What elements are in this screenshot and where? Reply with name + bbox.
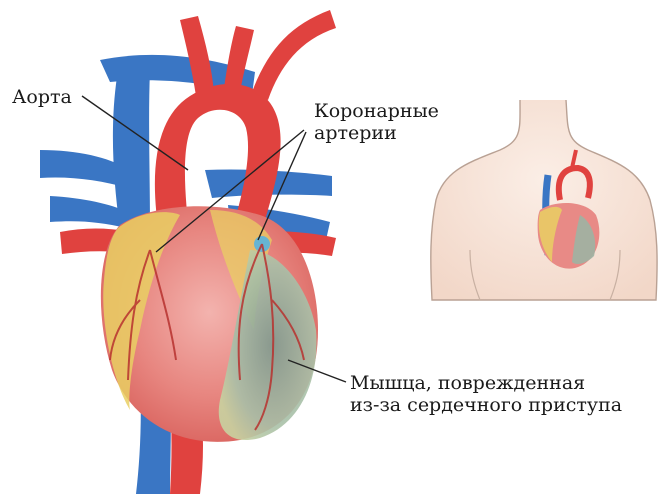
- damage-label-line1: Мышца, поврежденная: [350, 372, 622, 394]
- torso-inset: [431, 100, 657, 300]
- coronary-label-line1: Коронарные: [314, 100, 439, 122]
- damage-label-line2: из-за сердечного приступа: [350, 394, 622, 416]
- coronary-label-line2: артерии: [314, 122, 439, 144]
- coronary-arteries-label: Коронарные артерии: [314, 100, 439, 144]
- damaged-muscle-label: Мышца, поврежденная из-за сердечного при…: [350, 372, 622, 416]
- heart: [101, 206, 318, 442]
- aorta-label: Аорта: [12, 86, 72, 108]
